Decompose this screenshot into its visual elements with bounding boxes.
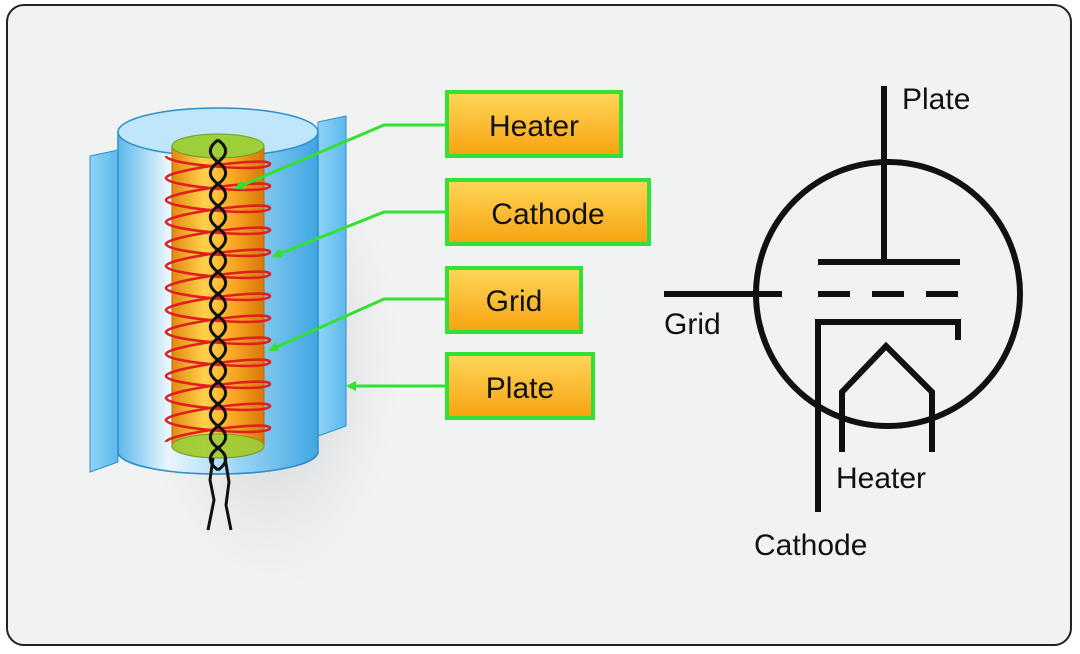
heater-arrow	[234, 123, 447, 190]
grid-coil-turn	[164, 330, 272, 356]
cathode-electrode	[815, 319, 961, 512]
schematic-cathode-label: Cathode	[754, 529, 867, 562]
grid-coil-turn	[164, 396, 272, 422]
grid-coil-turn	[164, 154, 272, 180]
callout-arrows	[234, 123, 447, 391]
callout-heater: Heater	[445, 90, 623, 158]
grid-coil-turn	[164, 352, 272, 378]
heater-wire	[208, 138, 228, 472]
grid-coil-turn	[164, 198, 272, 224]
heater-strand-a	[208, 138, 228, 472]
grid-coil-turn	[164, 264, 272, 290]
grid-coil-turn	[164, 418, 272, 444]
heater-lead-left	[206, 457, 216, 531]
cathode-arrow	[272, 210, 447, 258]
grid-coil-turn	[164, 242, 272, 268]
cathode-cylinder	[171, 133, 265, 459]
callout-grid: Grid	[445, 266, 583, 334]
callout-plate-label: Plate	[486, 372, 554, 405]
grid-coil-turn	[164, 220, 272, 246]
grid-coil-turn	[164, 308, 272, 334]
grid-coil-turn	[164, 374, 272, 400]
callout-cathode: Cathode	[445, 178, 651, 246]
callout-cathode-label: Cathode	[491, 198, 604, 231]
grid-coil-turn	[164, 286, 272, 312]
schematic-grid-label: Grid	[664, 308, 721, 341]
heater-lead-right	[223, 457, 233, 531]
triode-schematic	[664, 86, 1023, 512]
callout-heater-label: Heater	[489, 110, 579, 143]
heater-strand-b	[208, 138, 228, 472]
callout-grid-label: Grid	[486, 285, 543, 318]
schematic-plate-label: Plate	[902, 83, 970, 116]
callout-plate: Plate	[445, 352, 595, 420]
heater-filament	[839, 341, 935, 452]
grid-coil-turn	[164, 176, 272, 202]
schematic-heater-label: Heater	[836, 462, 926, 495]
grid-coil	[164, 154, 272, 444]
grid-arrow	[268, 297, 447, 352]
